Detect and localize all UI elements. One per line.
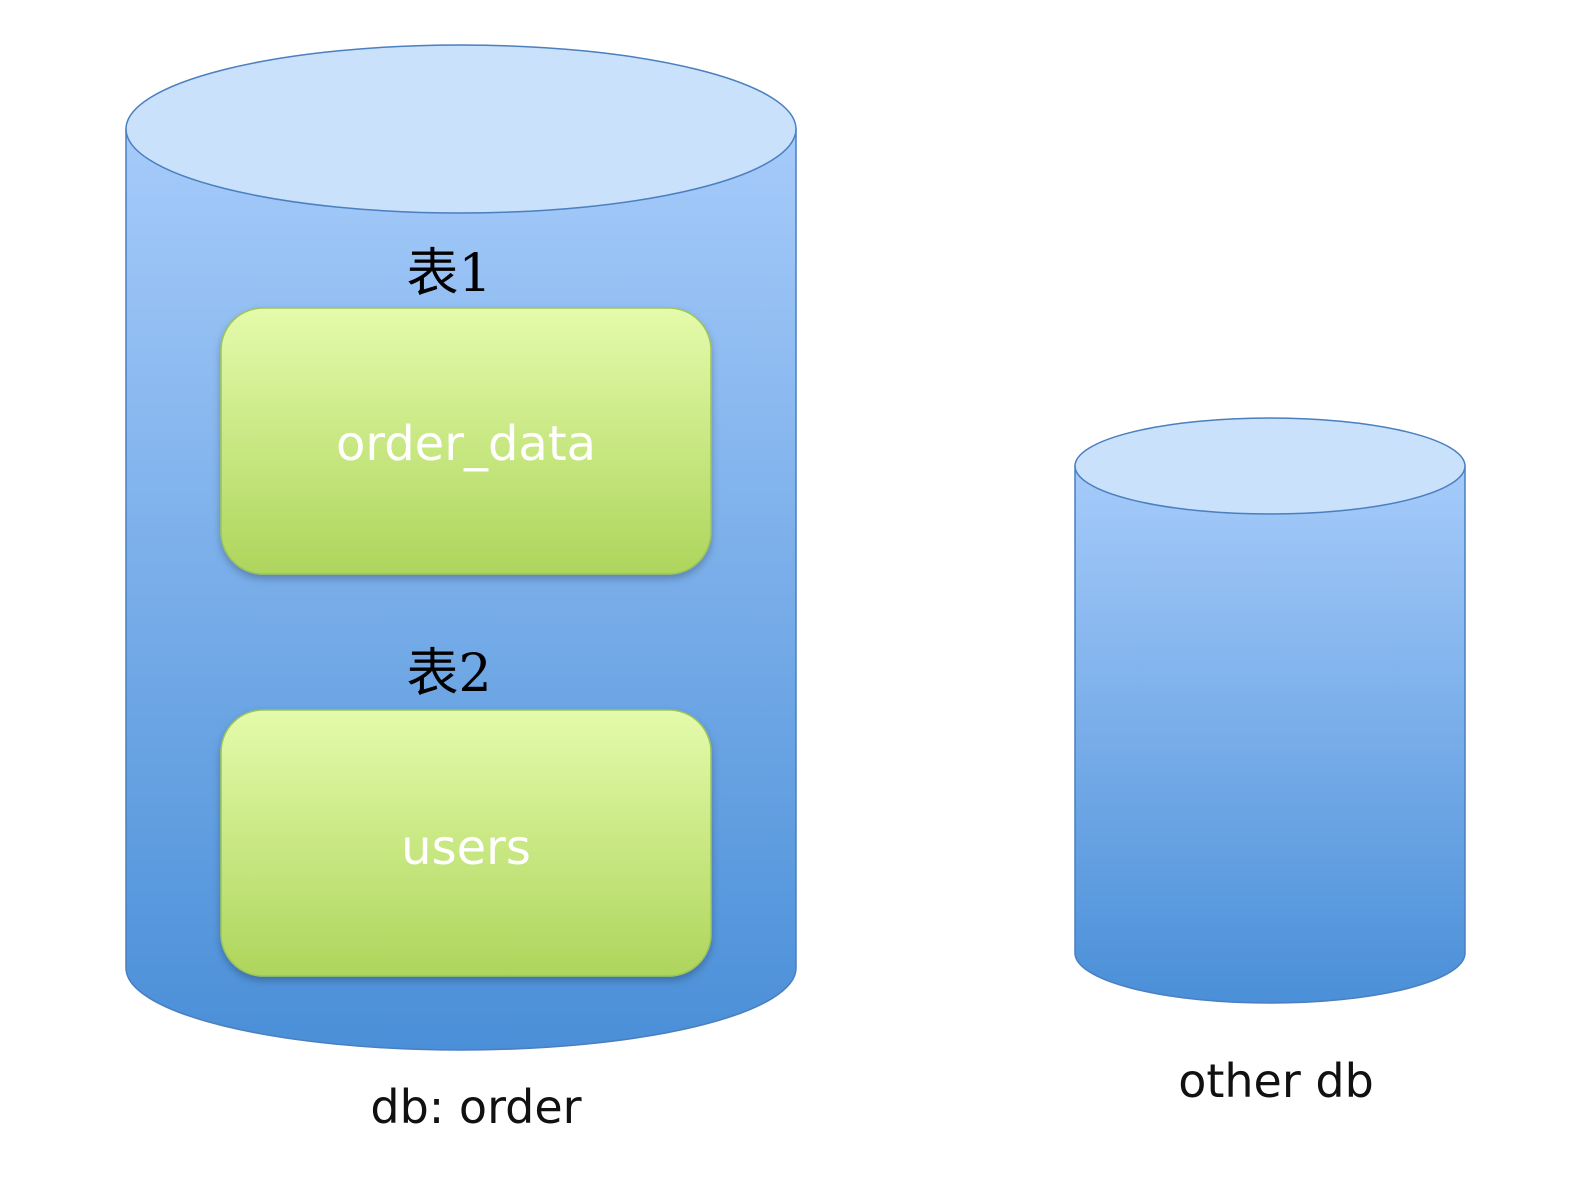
database-other-top [1074,417,1466,515]
database-other-cylinder [1074,417,1466,1004]
table-box-order-data[interactable] [220,307,712,575]
database-other-body [1074,465,1466,1004]
table-2-name: users [401,820,531,876]
table-1-name: order_data [335,416,597,472]
database-order-caption: db: order [370,1080,582,1134]
table-2-title: 表2 [406,644,492,704]
database-order-top [125,44,797,214]
table-box-users[interactable] [220,709,712,977]
table-1-title: 表1 [406,244,492,304]
database-other-caption: other db [1178,1054,1374,1108]
